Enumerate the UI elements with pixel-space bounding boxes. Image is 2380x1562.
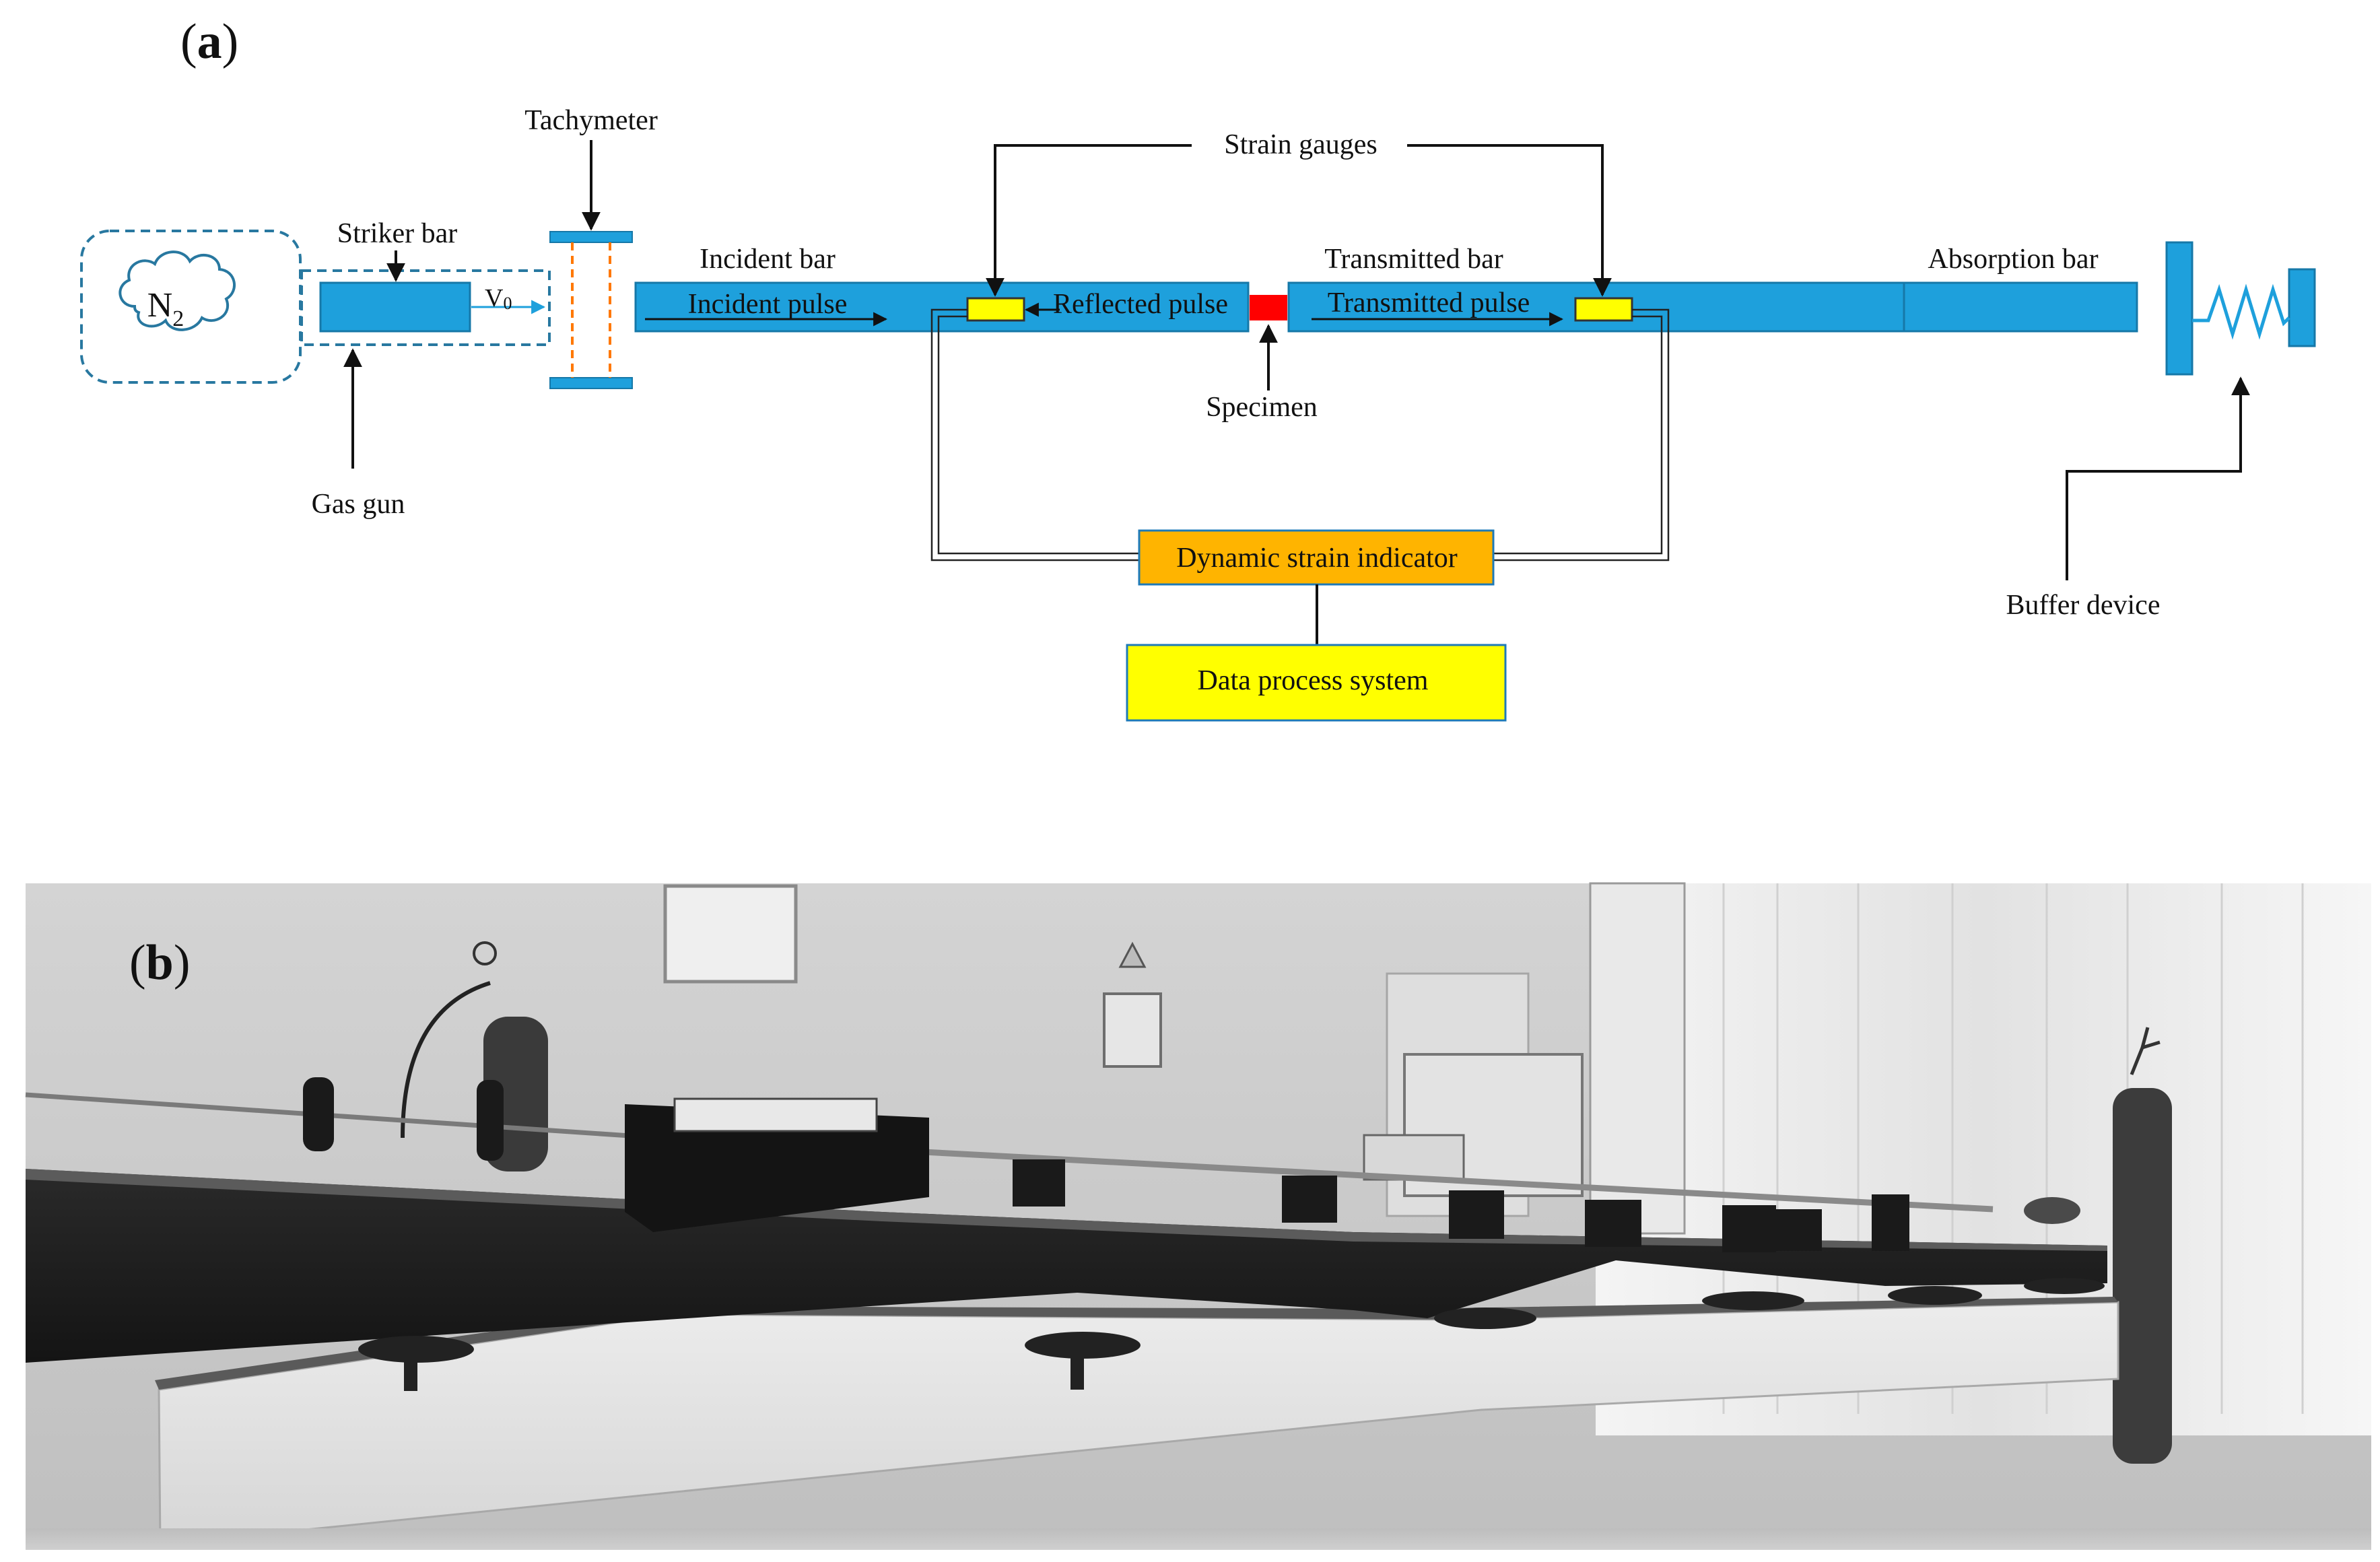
wall-electrical-box [1103, 992, 1162, 1068]
specimen-label: Specimen [1206, 392, 1318, 423]
data-process-system [1126, 644, 1507, 722]
incident-bar-label: Incident bar [700, 244, 836, 275]
strain-gauges-arrow-left [986, 144, 1192, 297]
support-base [158, 1301, 2119, 1546]
data-process-system-label: Data process system [1198, 665, 1429, 696]
buffer-device-arrow [2066, 376, 2250, 580]
panel-a-schematic: (a) N2 Striker bar V0 Gas gun Tachymeter… [80, 14, 2316, 722]
window-blinds [1589, 882, 1686, 1235]
gas-hose [401, 981, 491, 1139]
tachymeter [549, 231, 633, 389]
gauge-wiring [930, 308, 1670, 562]
dynamic-strain-indicator [1138, 529, 1495, 586]
wall-notice-board [663, 884, 798, 984]
launcher-housing [625, 1104, 929, 1232]
control-panel-device [1363, 1134, 1465, 1181]
launcher-cylinder [673, 1097, 878, 1132]
bar-supports [303, 1077, 1909, 1252]
velocity-label: V0 [485, 284, 512, 313]
warning-sign-icon [1118, 941, 1147, 968]
strain-gauge-transmitted [1574, 297, 1633, 322]
bench-feet [358, 1278, 2105, 1391]
incident-pulse-label: Incident pulse [688, 289, 848, 320]
floor [26, 1528, 2371, 1550]
bench-beam [26, 1169, 2107, 1363]
strain-gauges-arrow-right [1407, 144, 1612, 297]
gas-gun-label: Gas gun [312, 489, 405, 520]
transmitted-pulse-label: Transmitted pulse [1328, 287, 1530, 318]
buffer-end-fitting [2024, 1197, 2080, 1224]
cloud-icon [118, 250, 236, 331]
gas-tank-label: N2 [147, 286, 184, 331]
support-base-edge [155, 1297, 2118, 1390]
absorption-bar-label: Absorption bar [1928, 244, 2098, 275]
specimen [1250, 295, 1287, 320]
strain-gauge-incident [966, 297, 1025, 322]
gas-gun-barrel [300, 269, 551, 346]
striker-bar-label: Striker bar [337, 218, 457, 249]
cylinder-valve-icon [2130, 1027, 2161, 1075]
reflected-pulse-label: Reflected pulse [1053, 289, 1228, 320]
gas-cylinder-right [2113, 1088, 2172, 1464]
absorption-bar [1903, 281, 2138, 333]
buffer-device [2165, 241, 2316, 376]
dynamic-strain-indicator-label: Dynamic strain indicator [1176, 543, 1458, 574]
gas-tank-outline [80, 230, 302, 384]
tachymeter-label: Tachymeter [524, 105, 658, 136]
transmitted-bar-label: Transmitted bar [1324, 244, 1503, 275]
incident-bar [634, 281, 1250, 333]
striker-bar [319, 281, 471, 333]
buffer-device-label: Buffer device [2006, 590, 2161, 621]
pressure-gauge-icon [473, 941, 497, 965]
striker-rod [25, 1092, 660, 1141]
panel-b-photo: (b) [25, 882, 2371, 1550]
panel-b-label: (b) [129, 935, 190, 990]
panel-a-label: (a) [180, 14, 238, 69]
strain-gauges-label: Strain gauges [1224, 129, 1377, 160]
